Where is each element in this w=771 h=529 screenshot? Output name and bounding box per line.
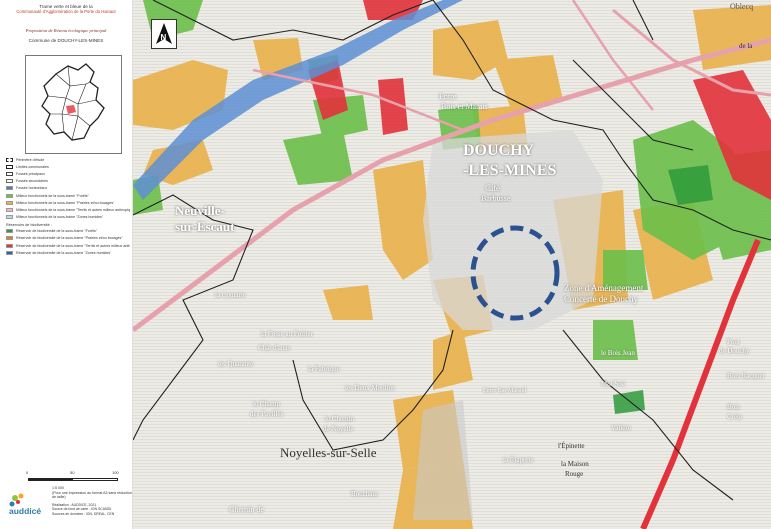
map-label: de la xyxy=(739,42,753,50)
legend-item: Fossés secondaires xyxy=(6,178,130,185)
map-label: la Maison xyxy=(561,460,589,468)
urban-area-noyelles xyxy=(413,400,473,520)
map-label: Bois xyxy=(727,403,740,411)
map-label-city: sur-Escaut xyxy=(175,219,235,234)
outline-swatch-icon xyxy=(6,164,13,169)
map-canvas[interactable]: N Oblecq de la DOUCHY -LES-MINES Cité Ba… xyxy=(133,0,771,529)
scale-label-end: 100 xyxy=(112,470,119,475)
legend-panel: Trame verte et bleue de la Communauté d'… xyxy=(0,0,133,529)
legend-item: Réservoir de biodiversité de la sous-tra… xyxy=(6,242,130,249)
map-label: Entre Bas Maisnil xyxy=(483,388,527,394)
map-label: la Fabrique xyxy=(308,365,340,373)
outline-swatch-icon xyxy=(6,179,13,184)
fill-swatch-icon xyxy=(6,207,13,212)
map-label: Zone d'Aménagement xyxy=(564,283,644,293)
map-label: Valière xyxy=(611,424,631,432)
legend-item: Limites communales xyxy=(6,163,130,170)
fill-swatch-icon xyxy=(6,236,13,241)
water-swatch-icon xyxy=(6,186,13,191)
scale-ratio: 1:5 000 xyxy=(52,486,64,490)
map-label: Chemin de xyxy=(229,505,264,514)
title-line-1: Trame verte et bleue de la xyxy=(39,4,93,9)
legend-item: Fossés principaux xyxy=(6,170,130,177)
map-label: Oblecq xyxy=(730,2,754,11)
commune-highlight xyxy=(66,105,76,114)
map-label: le Bois Jean xyxy=(601,349,635,357)
map-label: Barbusse xyxy=(481,194,511,203)
study-area-ellipse xyxy=(470,225,560,321)
map-label: Entre xyxy=(439,92,457,101)
map-label: Pont xyxy=(727,338,740,346)
legend-item: Périmètre d'étude xyxy=(6,156,130,163)
north-label: N xyxy=(161,33,167,42)
map-label: la Comarie xyxy=(215,291,246,299)
map-label: de Noyelle xyxy=(323,425,354,433)
scale-bar xyxy=(28,478,118,481)
roads xyxy=(133,0,771,529)
map-label: de Douchy xyxy=(719,347,750,355)
communal-boundaries xyxy=(133,0,771,501)
map-label-city: Neuville- xyxy=(175,203,225,218)
logo-text: auddicé xyxy=(9,506,42,516)
map-label: l'Épinette xyxy=(558,442,585,450)
map-label: Cité xyxy=(485,183,500,193)
north-arrow-icon: N xyxy=(151,19,177,49)
map-label-city: Noyelles-sur-Selle xyxy=(280,445,377,460)
legend-item: Milieux fonctionnels de la sous-trame "P… xyxy=(6,199,130,206)
legend-item: Milieux fonctionnels de la sous-trame "Z… xyxy=(6,214,130,221)
fill-swatch-icon xyxy=(6,229,13,234)
map-label: Mol Soë xyxy=(601,380,625,388)
map-label: les Deux Moulins xyxy=(345,384,395,392)
map-label: des Pavillés xyxy=(250,410,284,418)
forest-reservoirs xyxy=(613,165,713,414)
location-inset-map xyxy=(25,55,122,154)
map-label: Chât d'anas xyxy=(258,344,291,352)
legend-item: Réservoir de biodiversité de la sous-tra… xyxy=(6,228,130,235)
map-label: Rouge xyxy=(565,470,584,478)
auddice-logo-icon xyxy=(9,493,24,507)
scale-note: 1:5 000 (Pour une impression au format A… xyxy=(52,486,132,500)
map-label-city: DOUCHY xyxy=(463,142,535,159)
map-label: la Riaperie xyxy=(503,456,534,464)
scale-label-mid: 50 xyxy=(70,470,75,475)
map-label: Bouchain xyxy=(351,490,378,498)
map-label-city: -LES-MINES xyxy=(463,162,557,179)
map-label: Concerté de Douchy xyxy=(564,294,638,304)
map-title: Trame verte et bleue de la Communauté d'… xyxy=(0,0,132,15)
fill-swatch-icon xyxy=(6,243,13,248)
map-label: Crête xyxy=(727,413,743,421)
map-label: les Quarante xyxy=(218,360,254,368)
fill-swatch-icon xyxy=(6,215,13,220)
legend-heading: Réservoirs de biodiversité : xyxy=(6,222,52,227)
fill-swatch-icon xyxy=(6,250,13,255)
outline-swatch-icon xyxy=(6,157,13,162)
fill-swatch-icon xyxy=(6,193,13,198)
inset-outline-icon xyxy=(41,63,105,141)
legend: Périmètre d'étude Limites communales Fos… xyxy=(6,156,130,256)
map-label: la Fosse au Poirier xyxy=(261,330,313,338)
title-line-2: Communauté d'Agglomération de la Porte d… xyxy=(16,9,116,15)
legend-item: Milieux fonctionnels de la sous-trame "T… xyxy=(6,206,130,213)
map-label: le Champ xyxy=(253,400,281,408)
map-label: Bois et Marais xyxy=(441,102,488,111)
map-label: Bois Racquet xyxy=(727,372,765,380)
scale-label-zero: 0 xyxy=(26,470,29,475)
map-label: le Chemin xyxy=(325,415,354,423)
map-subtitle: Proposition de Réseau écologique princip… xyxy=(25,27,107,33)
credits: Réalisation : AUDDICE, 2021 Source de fo… xyxy=(52,503,115,516)
legend-item: Milieux fonctionnels de la sous-trame "F… xyxy=(6,192,130,199)
legend-item: Fossés horizontaux xyxy=(6,185,130,192)
legend-item: Réservoir de biodiversité de la sous-tra… xyxy=(6,235,130,242)
fill-swatch-icon xyxy=(6,200,13,205)
legend-item: Réservoir de biodiversité de la sous-tra… xyxy=(6,249,130,256)
scale-print-note: (Pour une impression au format A3 sans r… xyxy=(52,490,132,500)
map-layers xyxy=(133,0,771,529)
commune-name: Commune de DOUCHY-LES-MINES xyxy=(28,37,104,43)
outline-swatch-icon xyxy=(6,171,13,176)
